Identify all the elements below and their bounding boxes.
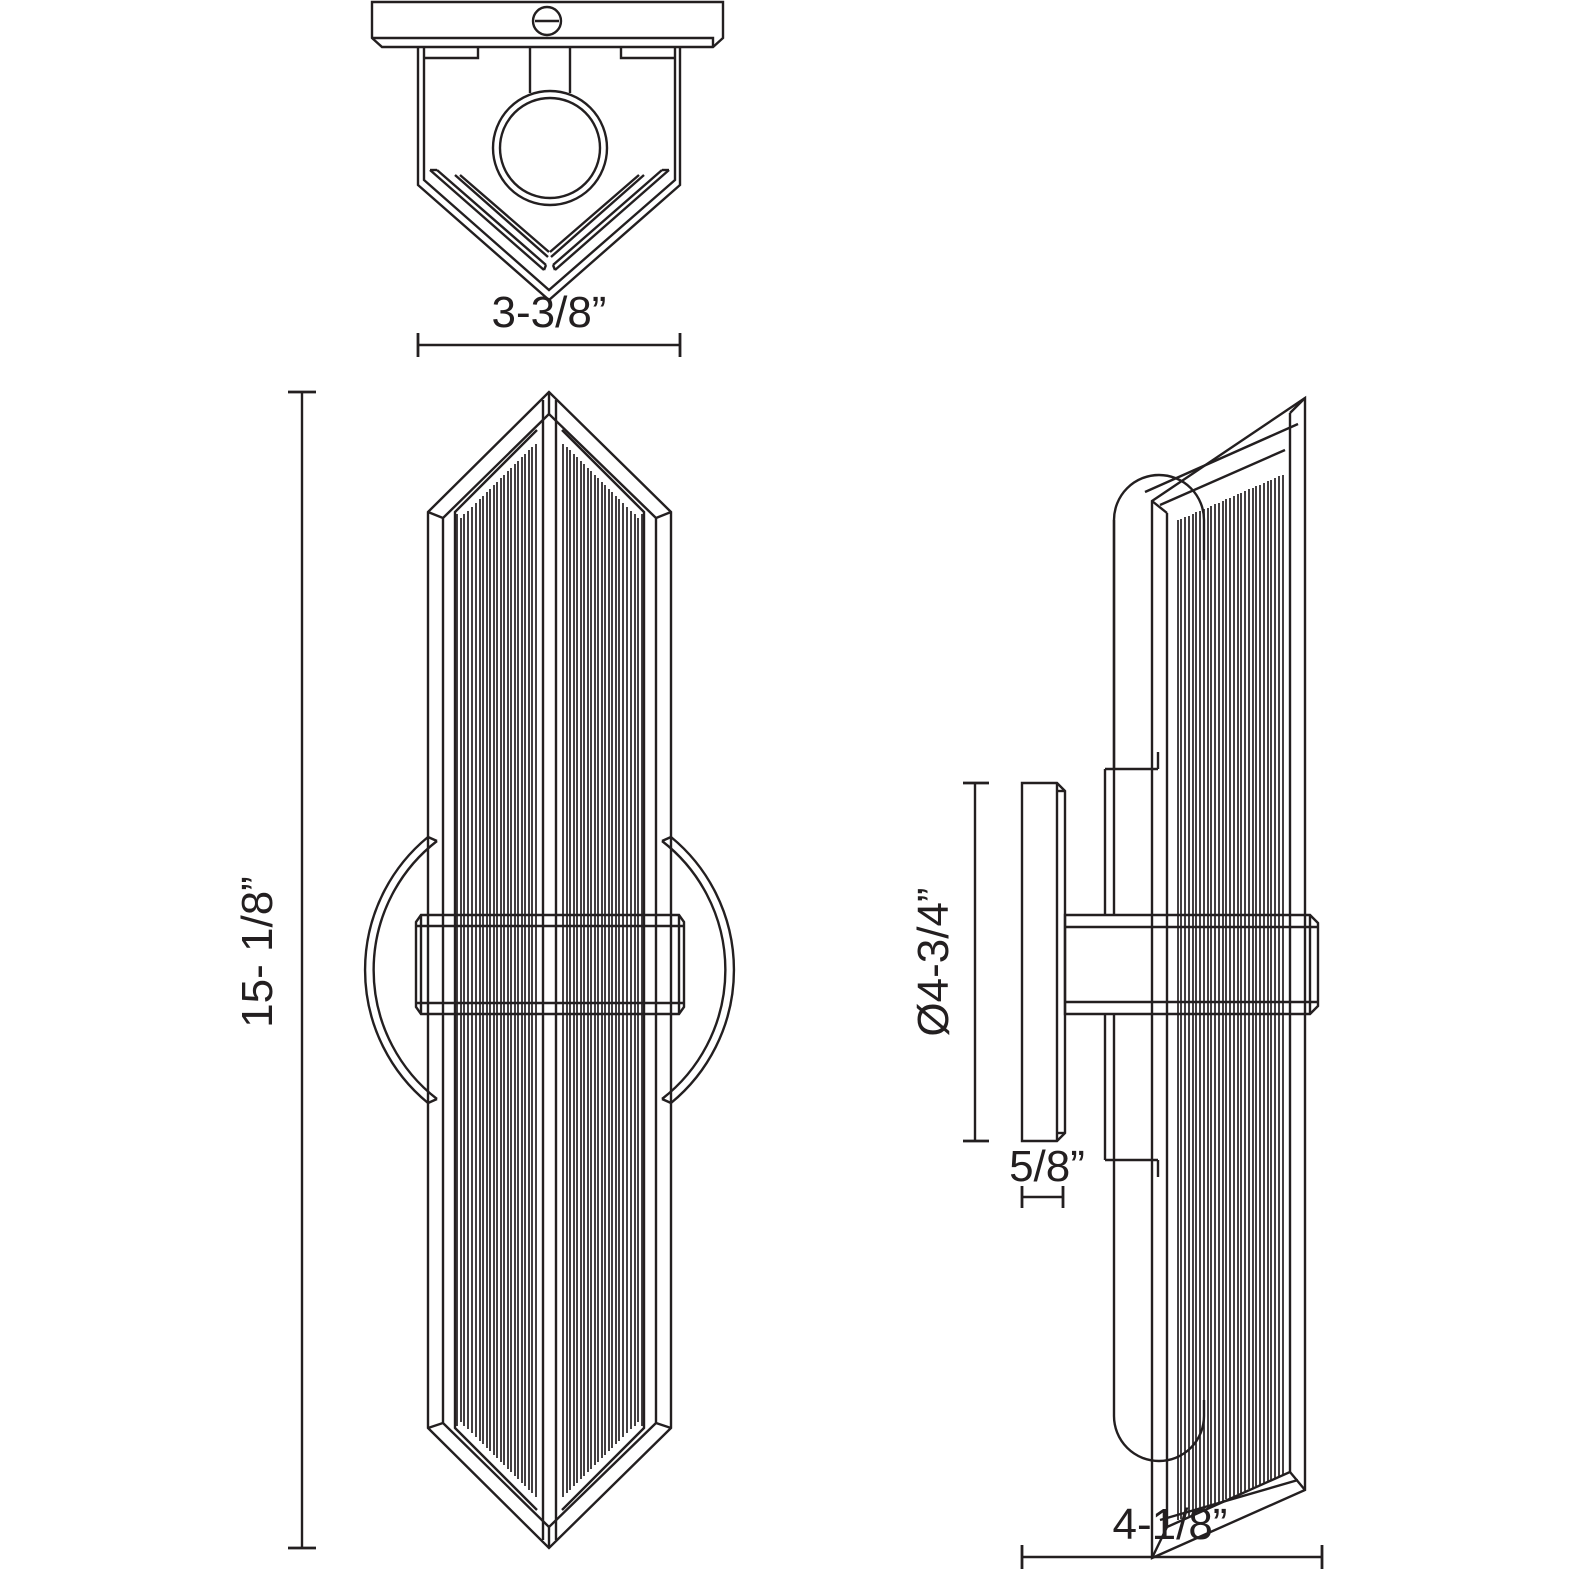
front-view-center-spine	[541, 392, 558, 1548]
side-view-glass-slab	[1150, 395, 1307, 1560]
top-view-socket-ring	[491, 89, 609, 207]
side-view-center-band	[1063, 913, 1320, 1016]
front-view-frame-inner	[441, 412, 658, 1529]
front-view-left-glass-panel	[453, 429, 538, 1511]
dimension-height-front	[288, 390, 316, 1550]
front-view-center-band	[414, 913, 686, 1016]
front-view	[363, 390, 736, 1550]
top-view-shoulder-notches	[424, 47, 675, 60]
dimension-width-top	[416, 333, 682, 357]
canopy-screw-icon	[531, 5, 563, 37]
side-view	[1020, 395, 1320, 1560]
front-view-decorative-ring	[363, 835, 736, 1105]
side-view-upper-arm	[1112, 473, 1206, 915]
dimension-projection	[1020, 1545, 1324, 1569]
top-view-shade-outline	[416, 47, 682, 302]
front-view-right-glass-panel	[561, 429, 646, 1511]
dimension-backplate-diameter-label: Ø4-3/4”	[909, 887, 958, 1036]
dimension-backplate-depth	[1020, 1186, 1065, 1208]
side-view-backplate	[1020, 781, 1067, 1143]
top-view-left-panel-edge	[429, 168, 550, 271]
dimension-projection-label: 4-1/8”	[1113, 1500, 1228, 1549]
front-view-left-flutes	[456, 444, 537, 1497]
dimension-height-front-label: 15- 1/8”	[233, 876, 282, 1028]
dimension-backplate-diameter	[963, 781, 989, 1143]
side-view-top-edge-band	[1144, 422, 1299, 507]
side-view-flutes	[1177, 475, 1284, 1520]
side-view-bottom-edge-band	[1159, 1478, 1299, 1522]
dimension-width-top-label: 3-3/8”	[492, 288, 607, 337]
front-view-right-flutes	[562, 444, 643, 1497]
top-view-right-panel-edge	[549, 168, 670, 271]
top-view-canopy-plate	[370, 0, 725, 49]
top-view	[370, 0, 725, 302]
dimension-backplate-depth-label: 5/8”	[1009, 1142, 1085, 1191]
front-view-miter-ticks	[427, 510, 672, 1430]
top-view-stem	[528, 47, 572, 93]
side-view-lower-arm	[1112, 1014, 1206, 1463]
